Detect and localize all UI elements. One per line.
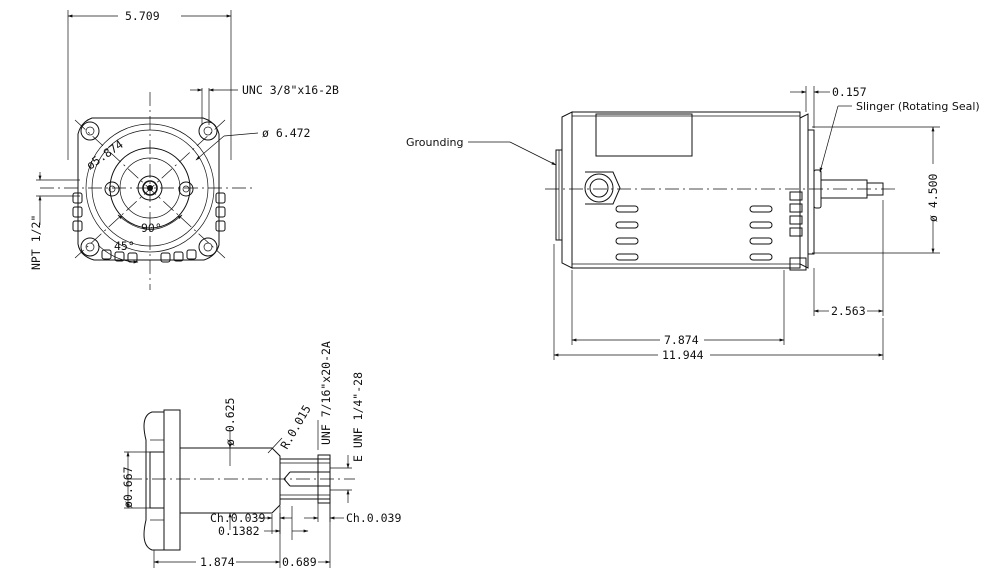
front-width-dim: 5.709 <box>125 9 160 23</box>
thread-inner-callout: E UNF 1/4"-28 <box>351 372 365 462</box>
chamfer-left-dim: Ch.0.039 <box>210 511 265 525</box>
grounding-label: Grounding <box>406 136 463 149</box>
shaft-length-dim: 1.874 <box>200 555 235 569</box>
front-thread-callout: UNC 3/8"x16-2B <box>242 83 339 97</box>
hub-diameter-dim: ø0.667 <box>121 466 135 508</box>
front-angle-45: 45° <box>114 239 135 253</box>
overall-length-dim: 11.944 <box>662 348 704 362</box>
side-view: Grounding <box>406 85 980 362</box>
end-length-dim: 0.689 <box>282 555 317 569</box>
body-length-dim: 7.874 <box>664 333 699 347</box>
shaft-extension-dim: 2.563 <box>831 304 866 318</box>
body-diameter-dim: ø 4.500 <box>926 173 940 222</box>
flange-thickness-dim: 0.157 <box>832 85 867 99</box>
front-npt-callout: NPT 1/2" <box>29 215 43 270</box>
chamfer-right-dim: Ch.0.039 <box>346 511 401 525</box>
slinger-label: Slinger (Rotating Seal) <box>856 100 980 113</box>
front-bolt-circle-dim: ø 6.472 <box>262 126 310 140</box>
step-dim: 0.1382 <box>218 524 260 538</box>
shaft-diameter-dim: ø 0.625 <box>223 398 237 446</box>
thread-outer-callout: UNF 7/16"x20-2A <box>319 341 333 445</box>
front-view: 5.709 UNC 3/8"x16-2B ø 6.472 <box>29 9 339 290</box>
radius-dim: R.0.015 <box>277 403 313 452</box>
front-angle-90: 90° <box>141 221 162 235</box>
shaft-detail-view: ø 0.625 ø0.667 R.0.015 UNF 7/16"x20-2A E… <box>121 341 401 569</box>
